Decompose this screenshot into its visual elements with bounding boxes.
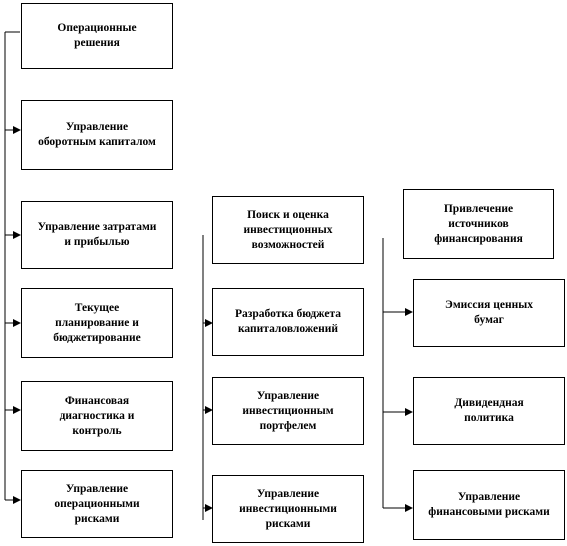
financial-risks-box: Управление финансовыми рисками [413,470,565,540]
current-planning-box: Текущее планирование и бюджетирование [21,288,173,358]
operational-decisions-label: Операционные решения [57,22,137,49]
financial-diagnostics-label: Финансовая диагностика и контроль [59,394,135,437]
financial-risks-label: Управление финансовыми рисками [428,491,550,518]
capital-budget-label: Разработка бюджета капиталовложений [235,308,341,335]
costs-profit-box: Управление затратами и прибылью [21,201,173,269]
securities-issue-box: Эмиссия ценных бумаг [413,279,565,347]
operational-decisions-box: Операционные решения [21,3,173,69]
securities-issue-label: Эмиссия ценных бумаг [445,299,533,326]
investment-opportunities-box: Поиск и оценка инвестиционных возможност… [212,196,364,264]
working-capital-label: Управление оборотным капиталом [38,121,156,148]
current-planning-label: Текущее планирование и бюджетирование [53,301,141,344]
operational-risks-box: Управление операционными рисками [21,470,173,538]
investment-risks-label: Управление инвестиционными рисками [239,487,337,530]
operational-risks-label: Управление операционными рисками [54,482,140,525]
investment-opportunities-label: Поиск и оценка инвестиционных возможност… [243,208,333,251]
financing-sources-box: Привлечение источников финансирования [403,189,554,259]
working-capital-box: Управление оборотным капиталом [21,100,173,170]
dividend-policy-label: Дивидендная политика [454,397,524,424]
dividend-policy-box: Дивидендная политика [413,377,565,445]
investment-portfolio-box: Управление инвестиционным портфелем [212,377,364,445]
financial-diagnostics-box: Финансовая диагностика и контроль [21,381,173,451]
investment-risks-box: Управление инвестиционными рисками [212,475,364,543]
financing-sources-label: Привлечение источников финансирования [434,202,523,245]
investment-portfolio-label: Управление инвестиционным портфелем [242,389,334,432]
capital-budget-box: Разработка бюджета капиталовложений [212,288,364,356]
costs-profit-label: Управление затратами и прибылью [37,221,157,248]
